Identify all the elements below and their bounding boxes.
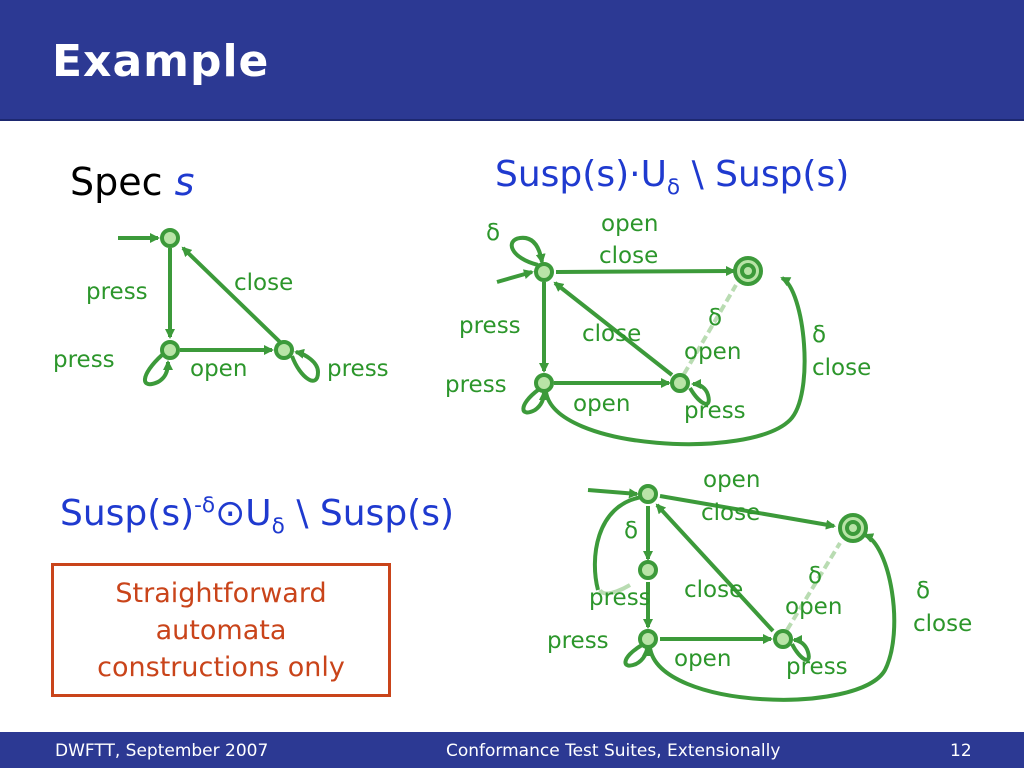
node-b1 [638, 560, 658, 580]
heading2-sup: -δ [194, 493, 216, 518]
node-a1 [534, 373, 554, 393]
spec-nodes [160, 228, 294, 360]
susp-minus-nodes [638, 484, 868, 649]
d3-label-press-vertical: press [589, 585, 651, 611]
d3-label-press-loop-right: press [786, 654, 848, 680]
node-b0 [638, 484, 658, 504]
d3-label-delta-vertical: δ [624, 518, 639, 544]
spec-automaton [118, 233, 321, 387]
d2-label-open-bottom: open [573, 391, 631, 417]
note-box: Straightforward automata constructions o… [51, 563, 391, 697]
node-a0 [534, 262, 554, 282]
d2-label-press-vertical: press [459, 313, 521, 339]
node-s1 [160, 340, 180, 360]
loop-press-3b [790, 635, 811, 662]
loop-press-2b [688, 379, 711, 406]
heading-susp-minus-delta: Susp(s)-δ⊙Uδ \ Susp(s) [60, 493, 454, 539]
d1-label-press-loop-left: press [53, 347, 115, 373]
edge-delta-left-3 [598, 583, 632, 596]
d1-label-close: close [234, 270, 294, 296]
note-line-2: automata [155, 614, 287, 646]
d1-label-open: open [190, 356, 248, 382]
d2-label-open-delta: open [684, 339, 742, 365]
heading2-part-c: \ Susp(s) [284, 493, 455, 534]
d2-label-close-diag: close [582, 321, 642, 347]
d2-label-close-top: close [599, 243, 659, 269]
d3-label-open-top: open [703, 467, 761, 493]
heading2-part-b: ⊙U [215, 493, 272, 534]
footer-event: DWFTT, September 2007 [55, 741, 269, 761]
edge-close-2 [553, 281, 674, 377]
d2-label-delta-close: δ [812, 322, 827, 348]
d1-label-press-vertical: press [86, 279, 148, 305]
title-bar-border [0, 119, 1024, 121]
heading2-part-a: Susp(s) [60, 493, 195, 534]
note-line-3: constructions only [97, 651, 345, 683]
node-s2 [274, 340, 294, 360]
heading2-sub: δ [271, 514, 285, 540]
d3-label-close-delta: close [913, 611, 973, 637]
slide-title: Example [52, 36, 270, 87]
susp-u-nodes [534, 256, 763, 393]
d2-label-press-loop: press [445, 372, 507, 398]
loop-press-left [143, 353, 173, 387]
d3-label-delta-open: δ [808, 563, 823, 589]
edge-open-close-2 [555, 266, 736, 277]
footer-bar: DWFTT, September 2007 Conformance Test S… [0, 732, 1024, 768]
loop-press-3a [623, 643, 652, 668]
edge-close-3 [655, 503, 775, 633]
edge-close [181, 246, 282, 344]
edge-delta-close-2 [544, 276, 807, 447]
d1-label-press-loop-right: press [327, 356, 389, 382]
d3-label-close-top: close [701, 500, 761, 526]
spec-label: Spec s [70, 160, 194, 204]
d3-label-open-delta: open [785, 594, 843, 620]
node-s0 [160, 228, 180, 248]
spec-word: Spec [70, 160, 163, 204]
d3-label-open-bottom: open [674, 646, 732, 672]
d2-label-delta-loop: δ [486, 220, 501, 246]
title-bar [0, 0, 1024, 120]
initial-arrow-2 [496, 269, 534, 284]
heading-susp-u-delta: Susp(s)·Uδ \ Susp(s) [495, 154, 849, 200]
loop-press-2a [521, 388, 549, 415]
d2-label-open-top: open [601, 211, 659, 237]
loop-press-right [290, 348, 321, 383]
heading1-part-a: Susp(s)·U [495, 154, 667, 195]
spec-variable: s [174, 160, 195, 204]
node-b3 [773, 629, 793, 649]
footer-title: Conformance Test Suites, Extensionally [446, 741, 781, 761]
d2-label-close-delta: close [812, 355, 872, 381]
note-line-1: Straightforward [115, 577, 327, 609]
initial-arrow-3 [587, 488, 639, 499]
d2-label-delta-open: δ [708, 305, 723, 331]
d2-label-press-loop-right: press [684, 398, 746, 424]
susp-minus-automaton [587, 488, 897, 702]
node-a-final-inner [740, 263, 756, 279]
node-b-final-inner [845, 520, 861, 536]
d3-label-close-diag: close [684, 577, 744, 603]
edge-delta-open-2 [682, 283, 738, 376]
node-a2 [670, 373, 690, 393]
loop-delta-2 [509, 235, 546, 267]
edge-open-close-3 [659, 494, 836, 530]
edge-delta-close-3 [648, 533, 897, 702]
susp-u-automaton [496, 235, 807, 447]
edge-delta-open-3 [785, 541, 842, 632]
node-b2 [638, 629, 658, 649]
heading1-sub: δ [666, 175, 681, 201]
heading1-part-b: \ Susp(s) [680, 154, 850, 195]
d3-label-press-loop: press [547, 628, 609, 654]
d3-label-delta-close: δ [916, 578, 931, 604]
edge-left-curve-3 [592, 495, 643, 591]
footer-page-number: 12 [950, 741, 972, 761]
